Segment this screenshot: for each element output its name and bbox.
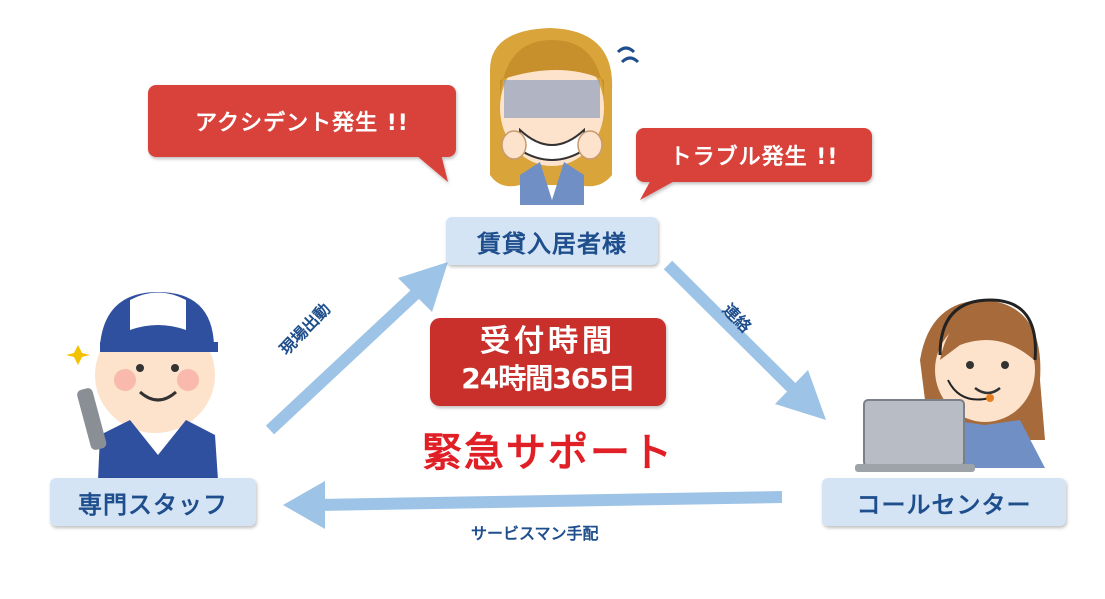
arrow-contact (663, 260, 826, 420)
bubble-trouble (636, 128, 872, 200)
reception-hours-badge: 受付時間 24時間365日 (430, 318, 666, 406)
node-tenant: 賃貸入居者様 (446, 217, 658, 265)
reception-hours: 24時間365日 (461, 362, 635, 395)
tenant-illustration (490, 28, 640, 205)
staff-illustration (66, 292, 218, 480)
bubble-accident-text: アクシデント発生 !! (195, 111, 409, 136)
bubble-trouble-text: トラブル発生 !! (669, 145, 839, 170)
emergency-support-title: 緊急サポート (422, 430, 674, 476)
reception-label: 受付時間 (480, 324, 616, 359)
node-staff: 専門スタッフ (50, 478, 256, 526)
node-callcenter: コールセンター (822, 478, 1066, 526)
arrow-dispatch (265, 262, 448, 435)
arrow-arrange (283, 481, 783, 529)
edge-label-arrange: サービスマン手配 (471, 524, 599, 543)
bubble-accident (148, 85, 456, 182)
callcenter-illustration (855, 298, 1045, 472)
